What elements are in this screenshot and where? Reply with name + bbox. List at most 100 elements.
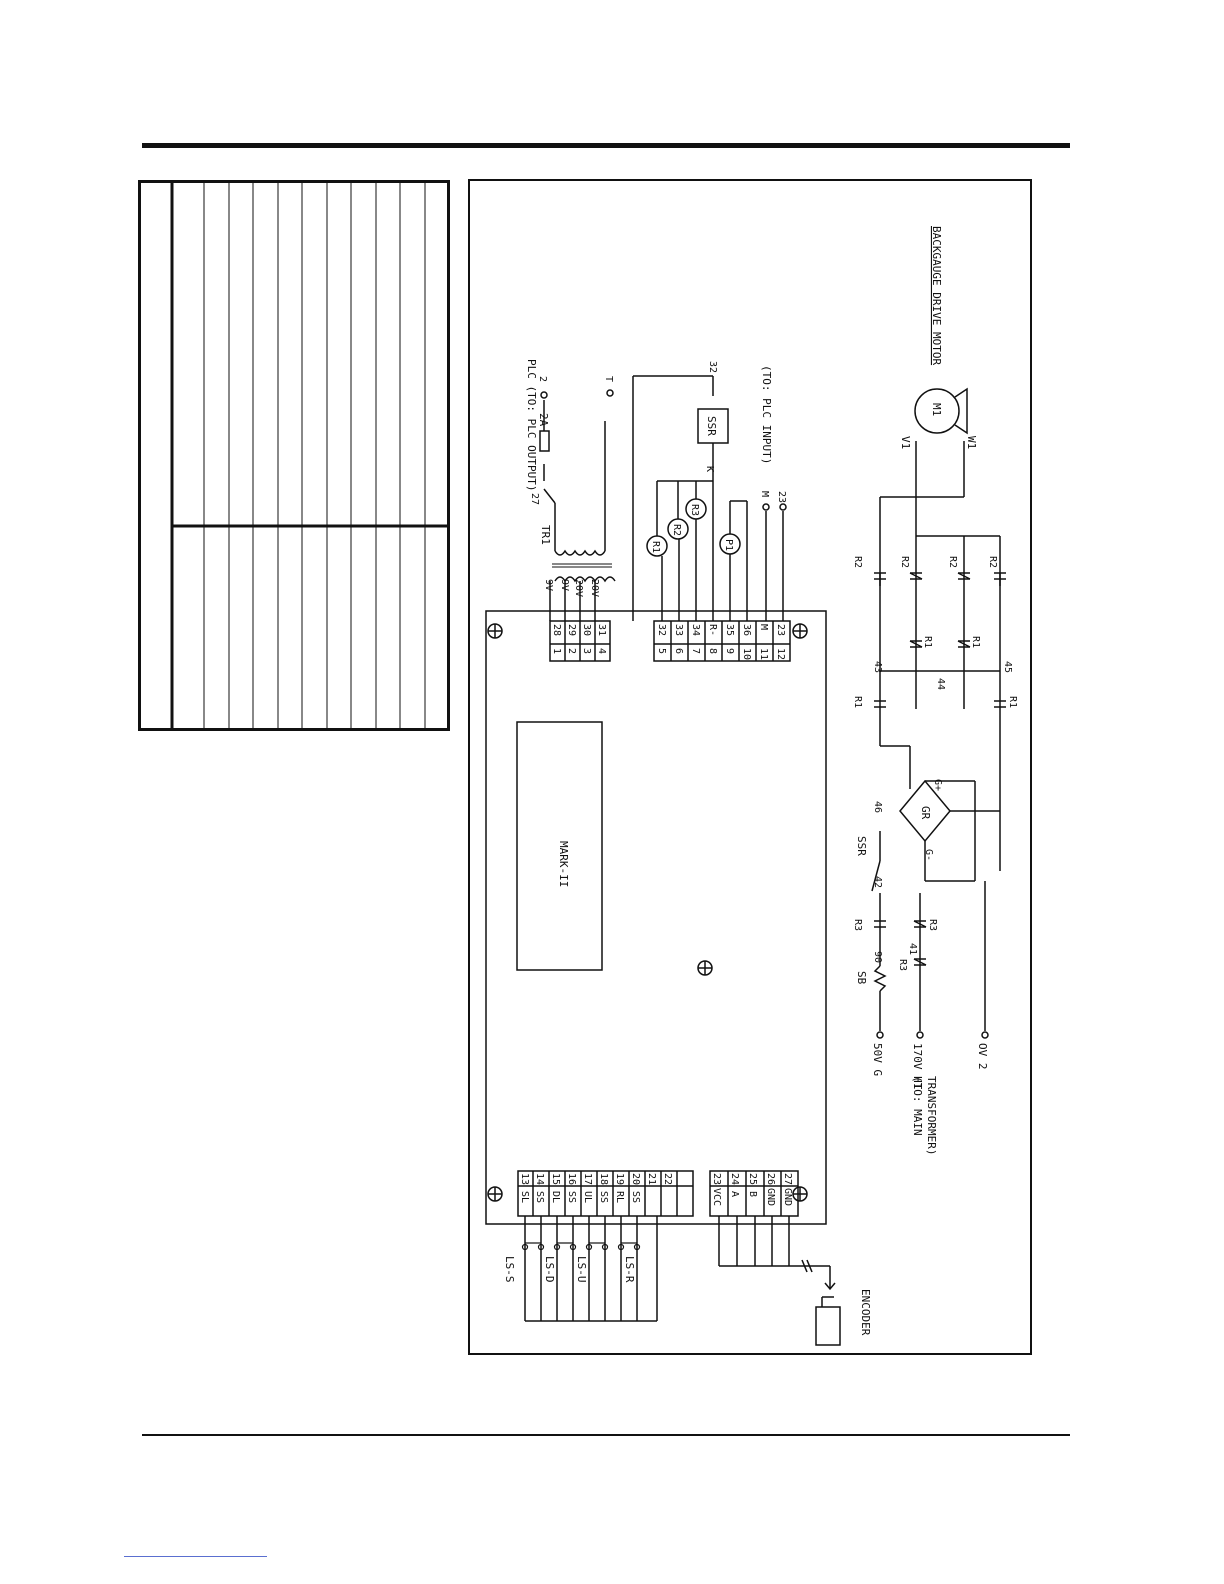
controller-board	[485, 610, 827, 1225]
terminal-labels: 28 29 30 31 1 2 3 4 32 33 34 R- 35 36 M …	[519, 624, 793, 1206]
terminal-low-name: SS	[630, 1191, 641, 1203]
main-transformer-line1: (TO: MAIN	[911, 1076, 924, 1136]
wire-46: 46	[872, 801, 883, 813]
terminal-enc-num: 23	[711, 1173, 722, 1185]
wire-27: 27	[529, 493, 540, 505]
voltage-3: 20V	[573, 579, 584, 597]
relay-label-r2: R2	[671, 524, 682, 536]
contact-label: R2	[987, 556, 998, 568]
fuse	[539, 430, 550, 452]
terminal-mid-a: 33	[673, 624, 684, 636]
terminal-mid-a: 35	[724, 624, 735, 636]
motor-title: BACKGAUGE DRIVE MOTOR	[930, 226, 943, 365]
terminal-enc-num: 27	[782, 1173, 793, 1185]
contact-label: R3	[897, 959, 908, 971]
transformer-label: TR1	[539, 525, 552, 545]
motor-label: M1	[930, 403, 943, 416]
wire-90: 90	[872, 951, 883, 963]
terminal-low-name: SS	[534, 1191, 545, 1203]
terminal-mid-a: 23	[775, 624, 786, 636]
fuse-rating: 2A	[537, 413, 550, 427]
supply-0v: OV 2	[976, 1043, 989, 1070]
contact-label: R1	[922, 636, 933, 648]
footer-link-underline	[124, 1556, 267, 1557]
footer-rule	[142, 1434, 1070, 1436]
terminal-mid-b: 10	[741, 648, 752, 660]
terminal-mid-b: 6	[673, 648, 684, 654]
terminal-top-a: 29	[566, 624, 577, 636]
contact-label: R1	[970, 636, 981, 648]
terminal-mid-b: 5	[656, 648, 667, 654]
terminal-top-a: 28	[551, 624, 562, 636]
wire-41: 41	[907, 943, 918, 955]
component-labels: R1 R2 R3 P1 27 2 T 32 K M 23 42 46 90 41…	[529, 361, 1018, 971]
terminal-low-num: 17	[582, 1173, 593, 1185]
wiring-diagram: MARK-II BACKGAUGE DRIVE MOTOR M1 V1 W1 P…	[485, 226, 1018, 1346]
encoder-label: ENCODER	[859, 1289, 872, 1336]
terminal-low-name: SS	[598, 1191, 609, 1203]
terminal-low-num: 22	[662, 1173, 673, 1185]
terminal-mid-b: 8	[707, 648, 718, 654]
ssr-label: SSR	[855, 836, 868, 856]
terminal-enc-num: 26	[765, 1173, 776, 1185]
contact-label: G-	[923, 849, 934, 861]
contact-label: R3	[927, 919, 938, 931]
terminal-enc-name: GND	[782, 1188, 793, 1206]
display-panel	[516, 721, 603, 971]
contact-label: R2	[852, 556, 863, 568]
terminal-enc-name: GND	[765, 1188, 776, 1206]
relay-label-r1: R1	[650, 541, 661, 553]
legend-table	[138, 180, 450, 731]
motor-phase-w: W1	[965, 436, 978, 449]
switch-ls-r: LS-R	[623, 1256, 636, 1283]
contact-label: R2	[947, 556, 958, 568]
board-label: MARK-II	[557, 841, 570, 887]
terminal-low-num: 14	[534, 1173, 545, 1185]
terminal-enc-name: B	[747, 1191, 758, 1197]
terminal-top-b: 3	[581, 648, 592, 654]
terminal-low-num: 21	[646, 1173, 657, 1185]
contact-label: R3	[852, 919, 863, 931]
switch-ls-s: LS-S	[503, 1256, 516, 1283]
plc-output-label: PLC (TO: PLC OUTPUT)	[525, 359, 538, 491]
switch-ls-d: LS-D	[543, 1256, 556, 1283]
wire-43: 43	[872, 661, 883, 673]
voltage-4: 20V	[589, 579, 600, 597]
wire-k: K	[704, 466, 715, 472]
terminal-top-b: 1	[551, 648, 562, 654]
ssr-block-label: SSR	[705, 416, 718, 436]
voltage-1: 9V	[543, 579, 554, 591]
wiring-diagram-frame: MARK-II BACKGAUGE DRIVE MOTOR M1 V1 W1 P…	[468, 179, 1032, 1355]
terminal-enc-name: VCC	[711, 1188, 722, 1206]
terminal-enc-num: 24	[729, 1173, 740, 1185]
terminal-low-name: SS	[566, 1191, 577, 1203]
terminal-top-b: 2	[566, 648, 577, 654]
wire-45: 45	[1002, 661, 1013, 673]
terminal-low-num: 18	[598, 1173, 609, 1185]
relay-label-r3: R3	[689, 504, 700, 516]
terminal-mid-b: 12	[775, 648, 786, 660]
terminal-low-num: 20	[630, 1173, 641, 1185]
terminal-low-num: 15	[550, 1173, 561, 1185]
wire-t: T	[603, 376, 614, 382]
contact-label: R1	[1007, 696, 1018, 708]
terminal-enc-num: 25	[747, 1173, 758, 1185]
motor-m1	[914, 388, 960, 434]
terminal-top-a: 31	[596, 624, 607, 636]
contact-label: G+	[932, 779, 943, 791]
terminal-mid-a: 34	[690, 624, 701, 636]
wire-44: 44	[935, 678, 946, 690]
header-rule	[142, 143, 1070, 148]
terminal-top-a: 30	[581, 624, 592, 636]
terminal-low-num: 19	[614, 1173, 625, 1185]
terminal-low-num: 13	[519, 1173, 530, 1185]
terminal-low-name: DL	[550, 1191, 561, 1203]
terminal-low-name: RL	[614, 1191, 625, 1203]
motor-phase-v: V1	[899, 436, 912, 449]
terminal-low-name: UL	[582, 1191, 593, 1203]
terminal-mid-a: M	[758, 624, 769, 630]
terminal-mid-a: 36	[741, 624, 752, 636]
terminal-low-name: SL	[519, 1191, 530, 1203]
terminal-low-num: 16	[566, 1173, 577, 1185]
legend-table-grid	[170, 183, 447, 728]
